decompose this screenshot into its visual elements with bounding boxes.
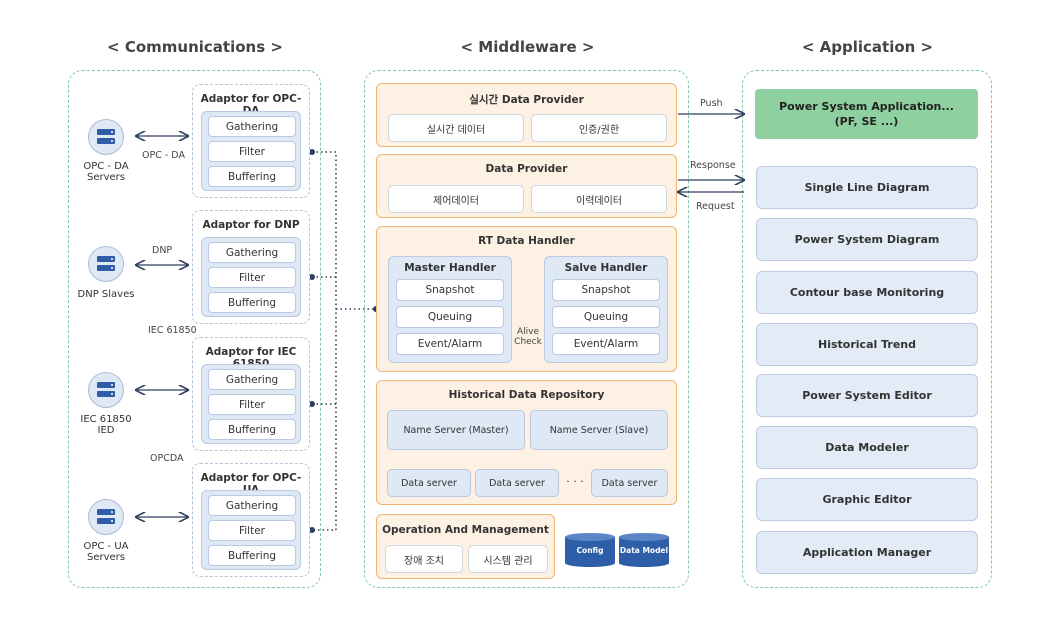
push-label: Push [700, 98, 723, 109]
database-icon-config [565, 533, 615, 567]
filter-item: Filter [208, 394, 296, 415]
gathering-item: Gathering [208, 116, 296, 137]
link-label-dnp: DNP [152, 245, 173, 256]
adaptor-inner: Gathering Filter Buffering [201, 490, 301, 570]
app-historical-trend: Historical Trend [756, 323, 978, 366]
event-alarm-item: Event/Alarm [552, 333, 660, 355]
control-data-item: 제어데이터 [388, 185, 524, 213]
rt-data-provider: 실시간 Data Provider 실시간 데이터 인증/권한 [376, 83, 677, 147]
main-app-line1: Power System Application... [779, 100, 954, 113]
master-handler: Master Handler Snapshot Queuing Event/Al… [388, 256, 512, 363]
application-section [742, 70, 992, 588]
alive-check-label: Alive Check [513, 327, 543, 347]
server-icon [88, 119, 124, 155]
adaptor-dnp: Adaptor for DNP Gathering Filter Bufferi… [192, 210, 310, 324]
data-provider: Data Provider 제어데이터 이력데이터 [376, 154, 677, 218]
buffering-item: Buffering [208, 166, 296, 187]
server-icon [88, 246, 124, 282]
communications-section [68, 70, 321, 588]
power-system-application: Power System Application... (PF, SE ...) [755, 89, 978, 139]
source-label-iec: IEC 61850 IED [70, 414, 142, 436]
app-power-system-editor: Power System Editor [756, 374, 978, 417]
box-title: 실시간 Data Provider [469, 94, 584, 106]
adaptor-opc-da: Adaptor for OPC-DA Gathering Filter Buff… [192, 84, 310, 198]
request-label: Request [696, 201, 735, 212]
server-icon [88, 499, 124, 535]
server-icon [88, 372, 124, 408]
app-application-manager: Application Manager [756, 531, 978, 574]
link-label-iec: IEC 61850 [148, 325, 197, 336]
source-label-opc-da: OPC - DA Servers [70, 161, 142, 183]
system-mgmt-item: 시스템 관리 [468, 545, 548, 573]
rt-data-handler: RT Data Handler Master Handler Snapshot … [376, 226, 677, 372]
source-label-line2: IED [97, 425, 115, 436]
heading-middleware: < Middleware > [460, 38, 595, 56]
source-label-opc-ua: OPC - UA Servers [70, 541, 142, 563]
gathering-item: Gathering [208, 495, 296, 516]
heading-application: < Application > [801, 38, 934, 56]
name-server-master: Name Server (Master) [387, 410, 525, 450]
source-label-line2: Servers [86, 172, 125, 183]
app-data-modeler: Data Modeler [756, 426, 978, 469]
adaptor-iec-61850: Adaptor for IEC 61850 Gathering Filter B… [192, 337, 310, 451]
source-label-dnp: DNP Slaves [70, 289, 142, 300]
box-title: Operation And Management [382, 524, 549, 536]
name-server-slave: Name Server (Slave) [530, 410, 668, 450]
snapshot-item: Snapshot [396, 279, 504, 301]
source-label-line1: OPC - DA [83, 161, 129, 172]
queuing-item: Queuing [552, 306, 660, 328]
history-data-item: 이력데이터 [531, 185, 667, 213]
middleware-section [364, 70, 689, 588]
queuing-item: Queuing [396, 306, 504, 328]
ellipsis: · · · [566, 475, 584, 488]
source-label-line1: IEC 61850 [80, 414, 132, 425]
adaptor-inner: Gathering Filter Buffering [201, 111, 301, 191]
app-graphic-editor: Graphic Editor [756, 478, 978, 521]
historical-data-repository: Historical Data Repository Name Server (… [376, 380, 677, 505]
gathering-item: Gathering [208, 369, 296, 390]
slave-handler-title: Salve Handler [564, 262, 648, 274]
heading-communications: < Communications > [107, 38, 283, 56]
app-single-line-diagram: Single Line Diagram [756, 166, 978, 209]
event-alarm-item: Event/Alarm [396, 333, 504, 355]
filter-item: Filter [208, 267, 296, 288]
adaptor-title: Adaptor for DNP [202, 219, 300, 231]
database-icon-data-model [619, 533, 669, 567]
auth-item: 인증/권한 [531, 114, 667, 142]
buffering-item: Buffering [208, 545, 296, 566]
source-label-line1: OPC - UA [83, 541, 129, 552]
box-title: RT Data Handler [478, 235, 575, 247]
adaptor-opc-ua: Adaptor for OPC-UA Gathering Filter Buff… [192, 463, 310, 577]
alive-label: Alive [516, 327, 540, 337]
rt-data-item: 실시간 데이터 [388, 114, 524, 142]
operation-management: Operation And Management 장애 조치 시스템 관리 [376, 514, 555, 579]
filter-item: Filter [208, 520, 296, 541]
gathering-item: Gathering [208, 242, 296, 263]
snapshot-item: Snapshot [552, 279, 660, 301]
check-label: Check [514, 337, 542, 347]
box-title: Data Provider [485, 163, 568, 175]
config-label: Config [576, 546, 604, 555]
slave-handler: Salve Handler Snapshot Queuing Event/Ala… [544, 256, 668, 363]
source-label-line2: Servers [86, 552, 125, 563]
app-contour-monitoring: Contour base Monitoring [756, 271, 978, 314]
link-label-opcda: OPCDA [150, 453, 184, 464]
data-server: Data server [387, 469, 471, 497]
buffering-item: Buffering [208, 292, 296, 313]
app-power-system-diagram: Power System Diagram [756, 218, 978, 261]
link-label-opc-da: OPC - DA [142, 150, 185, 161]
source-label-line1: DNP Slaves [77, 289, 135, 300]
master-handler-title: Master Handler [404, 262, 496, 274]
response-label: Response [690, 160, 736, 171]
filter-item: Filter [208, 141, 296, 162]
adaptor-inner: Gathering Filter Buffering [201, 237, 301, 317]
buffering-item: Buffering [208, 419, 296, 440]
failover-item: 장애 조치 [385, 545, 463, 573]
data-server: Data server [591, 469, 668, 497]
main-app-line2: (PF, SE ...) [834, 115, 899, 128]
data-server: Data server [475, 469, 559, 497]
box-title: Historical Data Repository [448, 389, 605, 401]
adaptor-inner: Gathering Filter Buffering [201, 364, 301, 444]
data-model-label: Data Model [619, 546, 669, 555]
